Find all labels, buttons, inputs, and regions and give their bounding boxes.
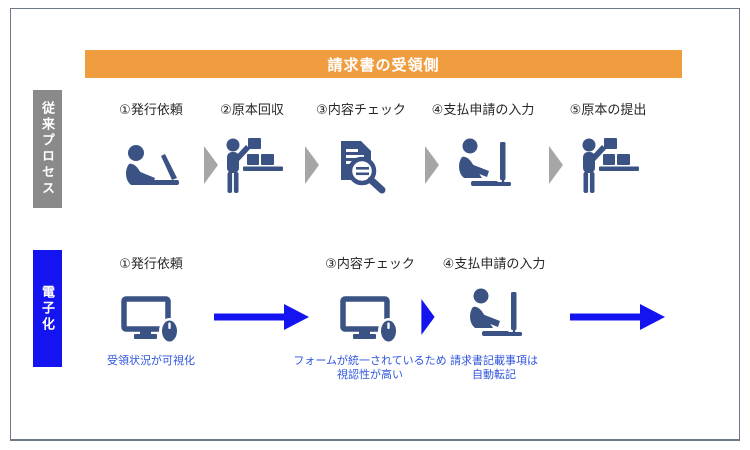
person-shelf-boxes-icon <box>576 134 640 194</box>
process-step: ④支払申請の入力 <box>427 100 539 194</box>
monitor-mouse-icon <box>340 286 400 344</box>
person-desktop-icon <box>464 286 524 344</box>
process-step: ③内容チェック フォームが統一されているため 視認性が高い <box>285 254 455 382</box>
arrow-right-icon <box>570 301 666 338</box>
row-label-traditional-process: 従来プロセス <box>33 90 62 208</box>
step-label: ①発行依頼 <box>119 256 183 271</box>
step-label: ⑤原本の提出 <box>569 102 647 117</box>
row-label-digitalization: 電子化 <box>33 250 62 367</box>
chevron-right-icon <box>304 146 320 189</box>
process-step: ③内容チェック <box>305 100 417 194</box>
chevron-right-icon <box>420 299 436 340</box>
monitor-mouse-icon <box>121 286 181 344</box>
arrow-right-icon <box>214 301 310 338</box>
step-note: フォームが統一されているため 視認性が高い <box>293 354 446 382</box>
note-line: 受領状況が可視化 <box>107 355 195 367</box>
person-desktop-icon <box>453 134 513 194</box>
note-line: 視認性が高い <box>337 369 403 381</box>
step-label: ④支払申請の入力 <box>431 102 535 117</box>
step-note: 請求書記載事項は 自動転記 <box>450 354 538 382</box>
process-step: ①発行依頼 <box>96 100 206 194</box>
process-step: ⑤原本の提出 <box>552 100 664 194</box>
step-label: ②原本回収 <box>220 102 284 117</box>
chevron-right-icon <box>424 146 440 189</box>
banner: 請求書の受領側 <box>85 50 682 78</box>
step-label: ①発行依頼 <box>119 102 183 117</box>
note-line: フォームが統一されているため <box>293 355 447 367</box>
note-line: 自動転記 <box>472 369 516 381</box>
chevron-right-icon <box>203 146 219 189</box>
banner-title: 請求書の受領側 <box>327 56 440 74</box>
person-laptop-icon <box>119 134 183 194</box>
step-label: ④支払申請の入力 <box>442 256 546 271</box>
process-step: ②原本回収 <box>197 100 307 194</box>
step-note: 受領状況が可視化 <box>107 354 195 368</box>
process-step: ①発行依頼 受領状況が可視化 <box>66 254 236 368</box>
chevron-right-icon <box>548 146 564 189</box>
document-magnifier-icon <box>334 134 388 194</box>
person-shelf-boxes-icon <box>220 134 284 194</box>
process-step: ④支払申請の入力 請求書記載事項は 自動転記 <box>409 254 579 382</box>
step-label: ③内容チェック <box>316 102 406 117</box>
step-label: ③内容チェック <box>325 256 415 271</box>
note-line: 請求書記載事項は <box>450 355 538 367</box>
